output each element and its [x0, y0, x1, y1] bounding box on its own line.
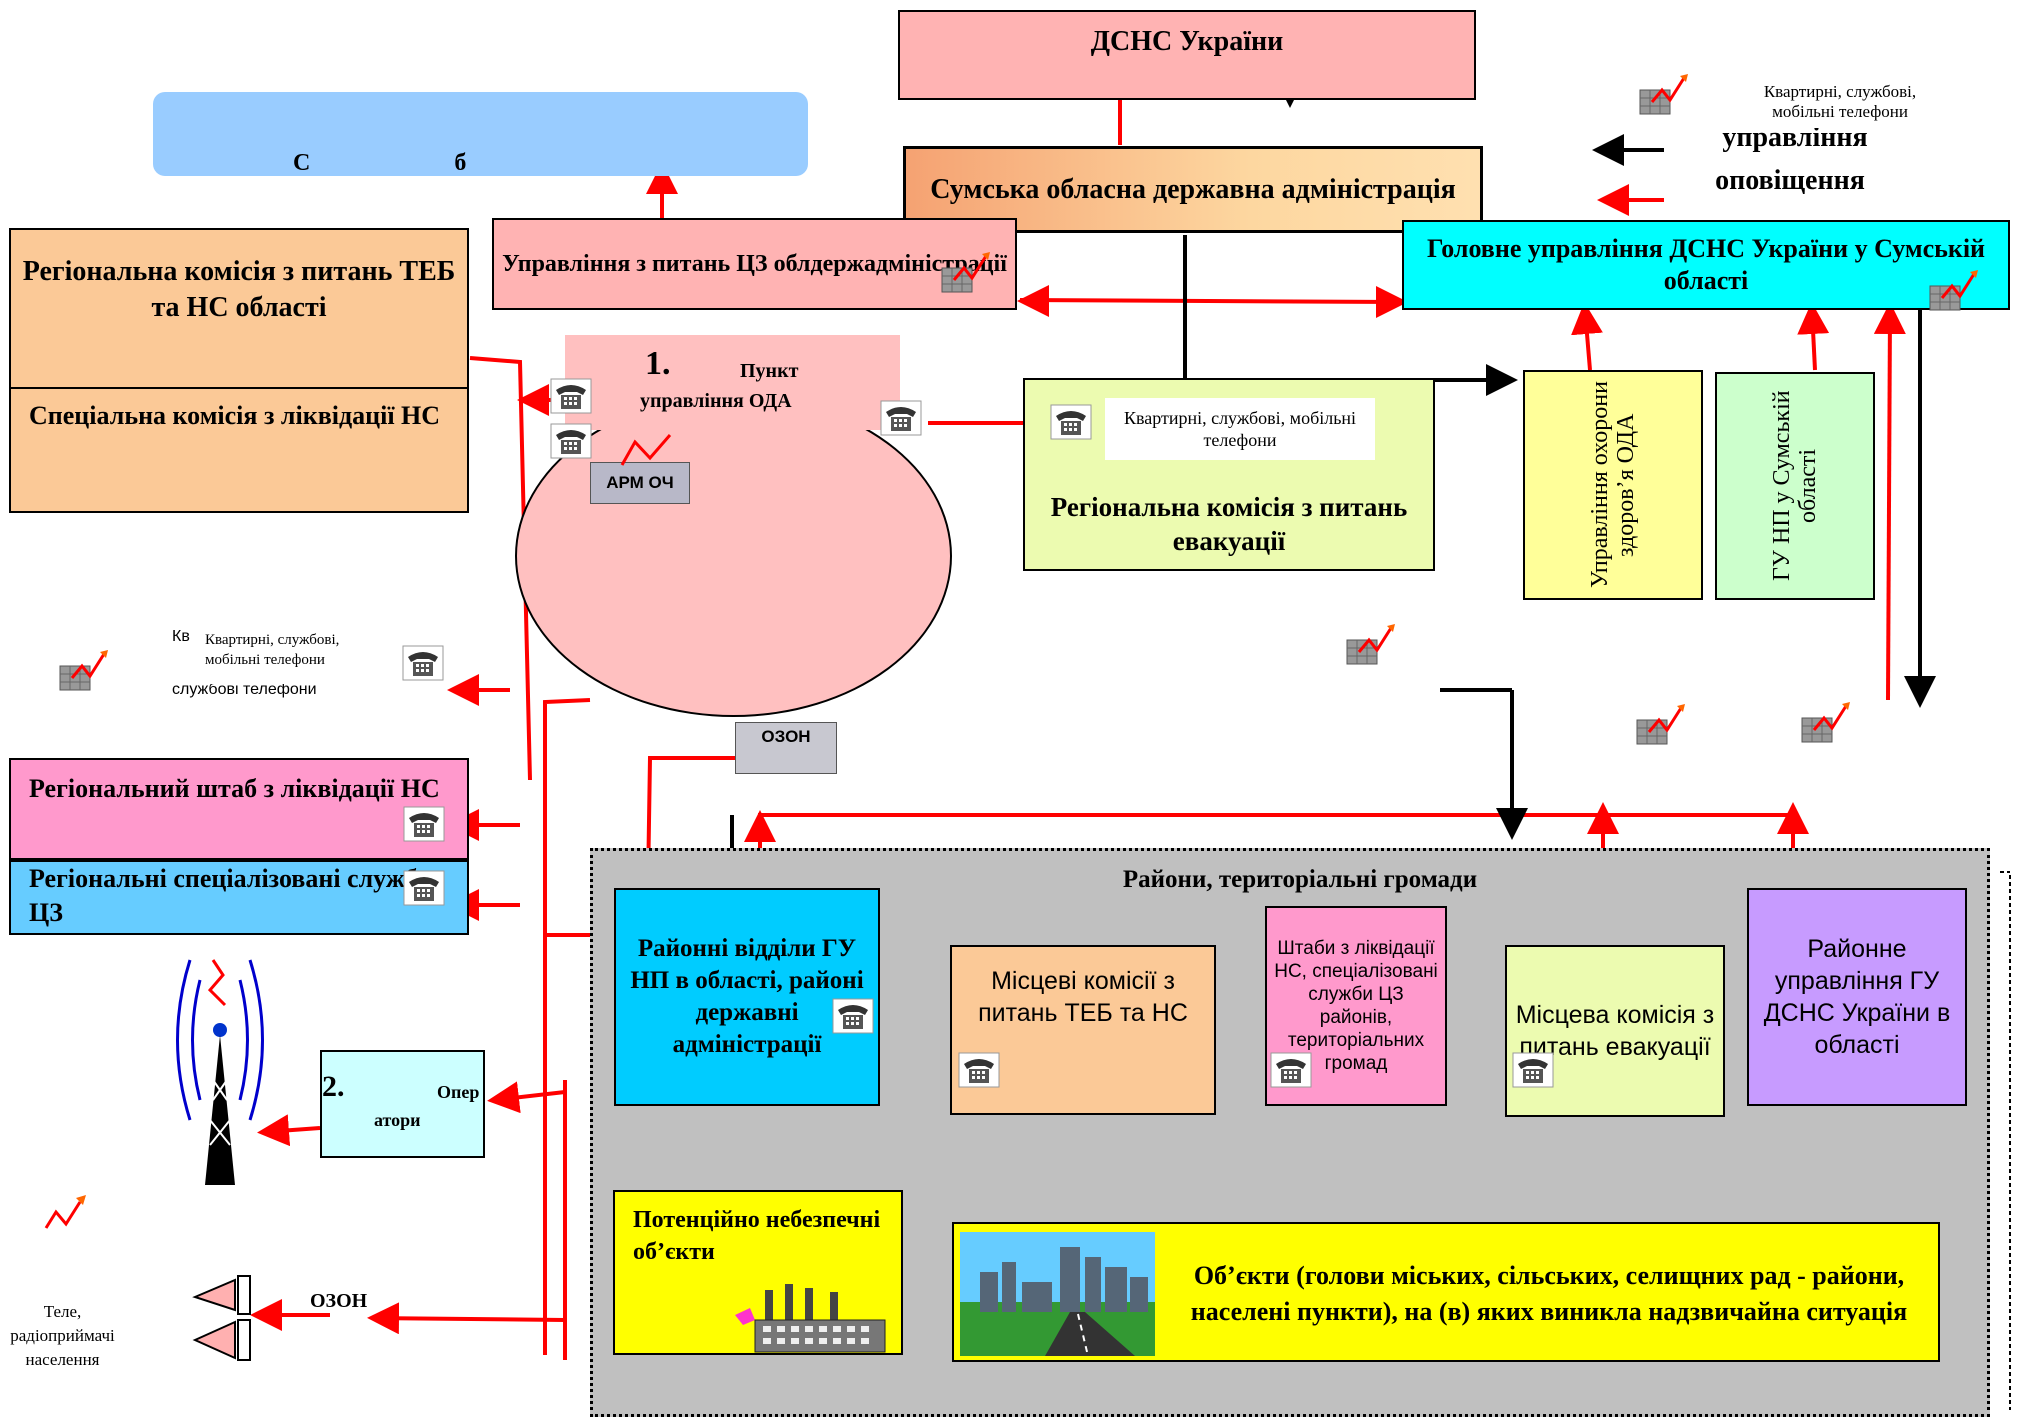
line-graph-icon: [620, 434, 672, 466]
line-graph-icon: [58, 648, 110, 692]
evac-commission-label: Регіональна комісія з питань евакуації: [1050, 492, 1408, 556]
arm-terminal: АРМ ОЧ: [590, 462, 690, 504]
local-commissions-label: Місцеві комісії з питань ТЕБ та НС: [978, 967, 1188, 1027]
regional-services-label: Регіональні спеціалізовані служби ЦЗ: [29, 864, 433, 927]
line-graph-icon: [1928, 268, 1980, 312]
main-directorate-label: Головне управління ДСНС України у Сумськ…: [1426, 234, 1986, 295]
telephone-icon: [1270, 1052, 1312, 1088]
left-phones-fragment-bottom: службові телефони: [172, 684, 317, 698]
staffs-label: Штаби з ліквідації НС, спеціалізовані сл…: [1274, 938, 1438, 1074]
objects-box: Об’єкти (голови міських, сільських, сели…: [952, 1222, 1940, 1362]
objects-label: Об’єкти (голови міських, сільських, сели…: [1190, 1261, 1908, 1326]
line-graph-icon: [44, 1195, 86, 1229]
health-label: Управління охорони здоров’я ОДА: [1587, 381, 1639, 589]
local-evac-box: Місцева комісія з питань евакуації: [1505, 945, 1725, 1117]
police-depts-box: Районні відділи ГУ НП в області, районі …: [614, 888, 880, 1106]
factory-icon: [735, 1284, 886, 1353]
regional-staff-label: Регіональний штаб з ліквідації НС: [29, 774, 440, 803]
police-box: ГУ НП у Сумській області: [1715, 372, 1875, 600]
city-image: [960, 1232, 1155, 1356]
blue-header-panel: С б: [153, 92, 808, 176]
health-box: Управління охорони здоров’я ОДА: [1523, 370, 1703, 600]
ozon-terminal-label: ОЗОН: [761, 727, 811, 746]
telephone-icon: [880, 400, 922, 436]
cz-management-box: Управління з питань ЦЗ облдержадміністра…: [492, 218, 1017, 310]
line-graph-icon: [1638, 72, 1690, 116]
main-directorate-box: Головне управління ДСНС України у Сумськ…: [1402, 220, 2010, 310]
regional-commission-box: Регіональна комісія з питань ТЕБ та НС о…: [9, 228, 469, 513]
loudspeaker-icon: [192, 1275, 251, 1361]
cz-management-label: Управління з питань ЦЗ облдержадміністра…: [502, 251, 1007, 277]
left-phones-fragment-top: Кв: [172, 628, 190, 645]
telephone-icon: [403, 806, 445, 842]
telephone-icon: [550, 378, 592, 414]
regional-services-box: Регіональні спеціалізовані служби ЦЗ: [9, 860, 469, 935]
sumy-oda-label: Сумська обласна державна адміністрація: [930, 173, 1456, 205]
ozon-outdoor-label: ОЗОН: [310, 1290, 368, 1312]
special-commission-label: Спеціальна комісія з ліквідації НС: [29, 401, 441, 430]
tv-radio-label: Теле, радіоприймачі населення: [10, 1302, 115, 1369]
control-point-header: [565, 335, 900, 430]
telephone-icon: [1050, 404, 1092, 440]
operators-label-b: атори: [374, 1110, 421, 1130]
evac-commission-box: Квартирні, службові, мобільні телефони Р…: [1023, 378, 1435, 571]
telephone-icon: [958, 1052, 1000, 1088]
police-label: ГУ НП у Сумській області: [1769, 390, 1821, 582]
operators-number: 2.: [322, 1070, 345, 1103]
dsns-ukraine-box: ДСНС України: [898, 10, 1476, 100]
operators-box: 2. Опер атори: [320, 1050, 485, 1158]
district-dsns-box: Районне управління ГУ ДСНС України в обл…: [1747, 888, 1967, 1106]
local-commissions-box: Місцеві комісії з питань ТЕБ та НС: [950, 945, 1216, 1115]
telephone-icon: [403, 870, 445, 906]
legend-phones-text: Квартирні, службові, мобільні телефони: [1763, 82, 1917, 121]
left-phones-label: Квартирні, службові, мобільні телефони: [205, 632, 340, 668]
district-dsns-label: Районне управління ГУ ДСНС України в обл…: [1763, 935, 1951, 1059]
telephone-icon: [402, 645, 444, 681]
radio-tower-icon: [176, 959, 264, 1185]
arm-terminal-label: АРМ ОЧ: [606, 473, 674, 492]
districts-title: Райони, територіальні громади: [1122, 866, 1478, 893]
line-graph-icon: [1345, 622, 1397, 666]
telephone-icon: [1512, 1052, 1554, 1088]
dsns-ukraine-label: ДСНС України: [1090, 26, 1284, 57]
ozon-terminal: ОЗОН: [735, 722, 837, 774]
control-point-number: 1.: [645, 345, 671, 382]
control-point-label-b: управління ОДА: [640, 390, 792, 412]
legend-control-text: управління: [1722, 128, 1868, 152]
line-graph-icon: [1800, 700, 1852, 744]
regional-staff-box: Регіональний штаб з ліквідації НС: [9, 758, 469, 860]
evac-phones-label: Квартирні, службові, мобільні телефони: [1105, 398, 1375, 460]
control-point-label-a: Пункт: [740, 360, 799, 382]
operators-label-a: Опер: [437, 1082, 480, 1102]
line-graph-icon: [940, 250, 992, 294]
telephone-icon: [550, 423, 592, 459]
regional-commission-label: Регіональна комісія з питань ТЕБ та НС о…: [22, 256, 456, 323]
legend-warning-text: оповіщення: [1715, 165, 1865, 196]
telephone-icon: [832, 998, 874, 1034]
hazard-label: Потенційно небезпечні об’єкти: [633, 1207, 881, 1265]
line-graph-icon: [1635, 702, 1687, 746]
sumy-oda-box: Сумська обласна державна адміністрація: [903, 146, 1483, 233]
police-depts-label: Районні відділи ГУ НП в області, районі …: [630, 935, 864, 1058]
